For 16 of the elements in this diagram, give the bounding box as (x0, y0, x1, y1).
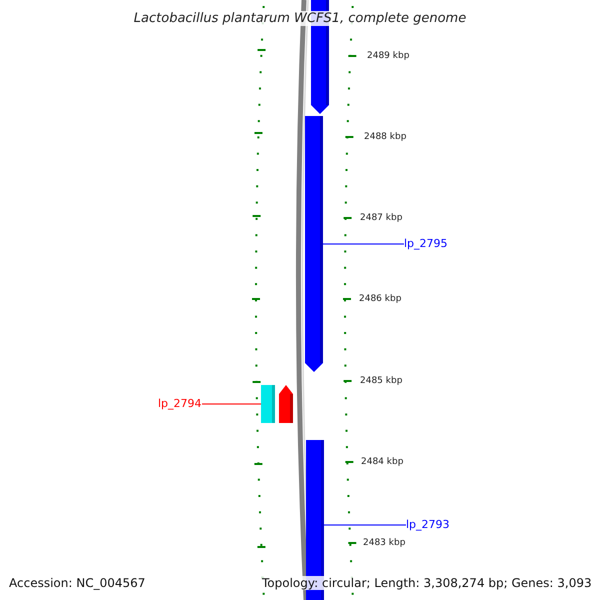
footer-text: Accession: NC_004567 (9, 576, 146, 590)
gene-label: lp_2794 (158, 397, 202, 411)
scale-label: 2486 kbp (359, 294, 402, 305)
gene-label: lp_2793 (406, 518, 450, 532)
gene-feature-block (279, 385, 293, 423)
scale-label: 2483 kbp (363, 538, 406, 549)
scale-label: 2489 kbp (367, 51, 410, 62)
leader-line (324, 524, 406, 526)
scale-label: 2485 kbp (360, 376, 402, 387)
scale-label: 2488 kbp (364, 132, 406, 143)
scale-label: 2487 kbp (360, 213, 402, 224)
gene-feature-block (261, 385, 275, 423)
footer-text: Topology: circular; Length: 3,308,274 bp; Genes: 3,093 (262, 576, 592, 590)
gene-label: lp_2795 (404, 237, 448, 251)
scale-label: 2484 kbp (361, 457, 404, 468)
gene-feature-block (305, 116, 323, 372)
